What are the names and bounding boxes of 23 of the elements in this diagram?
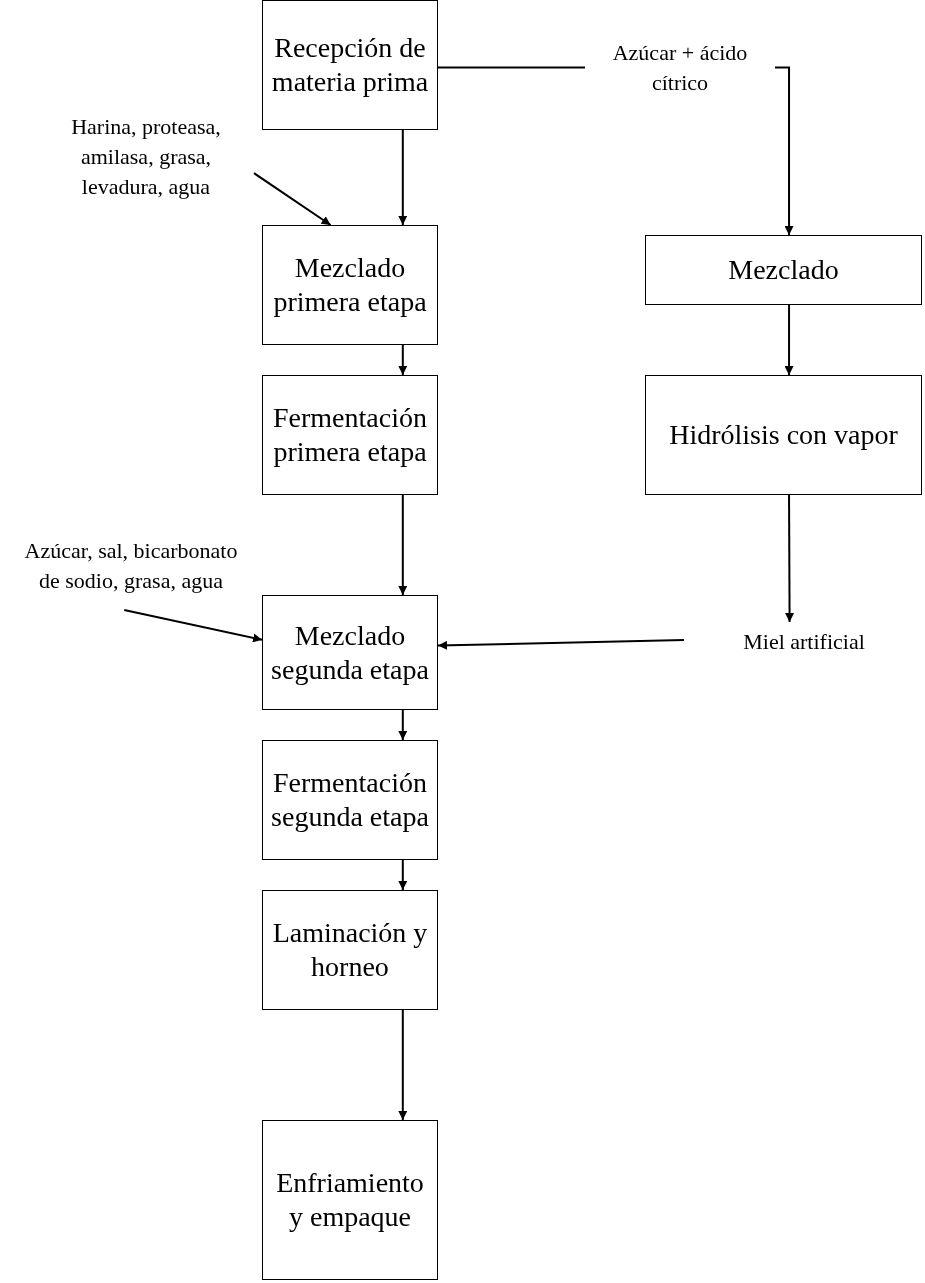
process-box: Fermentación primera etapa: [262, 375, 438, 495]
process-box: Recepción de materia prima: [262, 0, 438, 130]
process-box: Fermentación segunda etapa: [262, 740, 438, 860]
arrow: [398, 1009, 408, 1121]
arrow: [784, 304, 794, 376]
arrow: [398, 494, 408, 596]
arrow: [398, 129, 408, 226]
process-box: Mezclado: [645, 235, 922, 305]
arrow: [253, 172, 332, 226]
process-box: Hidrólisis con vapor: [645, 375, 922, 495]
process-box: Laminación y horneo: [262, 890, 438, 1010]
process-box: Mezclado primera etapa: [262, 225, 438, 345]
input-text: Azúcar, sal, bicarbonato de sodio, grasa, agua: [18, 522, 244, 610]
arrow: [785, 494, 795, 623]
arrow: [398, 859, 408, 891]
arrow: [123, 609, 263, 643]
input-text: Miel artificial: [684, 622, 924, 662]
arrow: [437, 639, 685, 650]
arrow: [398, 344, 408, 376]
arrow: [398, 709, 408, 741]
process-box: Mezclado segunda etapa: [262, 595, 438, 710]
input-text: Harina, proteasa, amilasa, grasa, levadura, agua: [38, 112, 254, 202]
process-box: Enfriamiento y empaque: [262, 1120, 438, 1280]
